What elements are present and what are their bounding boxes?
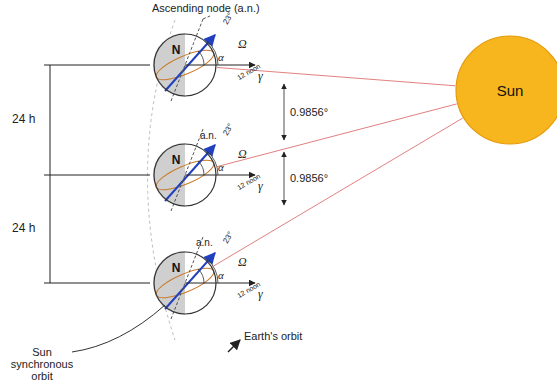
time-bracket <box>44 65 150 283</box>
angle-symbol: Ω <box>238 148 247 161</box>
angle-label: 0.9856° <box>290 106 328 118</box>
angle-symbol: α <box>218 269 224 281</box>
earth-circle: N <box>153 251 217 315</box>
vernal-equinox-symbol: γ <box>258 288 263 301</box>
north-pole-label: N <box>172 261 181 275</box>
angle-label: 23° <box>222 231 236 246</box>
earth-circle: N <box>153 143 217 207</box>
vernal-equinox-symbol: γ <box>258 70 263 83</box>
north-pole-label: N <box>172 153 181 167</box>
angle-symbol: Ω <box>238 38 247 51</box>
angle-label: 23° <box>222 123 236 138</box>
callout-label: Ascending node (a.n.) <box>152 2 260 14</box>
angle-symbol: α <box>218 51 224 63</box>
angle-label: 0.9856° <box>290 172 328 184</box>
earth-outline <box>153 33 217 97</box>
north-pole-label: N <box>172 43 181 57</box>
caption-label: Earth's orbit <box>244 330 302 342</box>
orbit-arrow <box>228 340 240 352</box>
angle-arrow <box>284 84 285 205</box>
earth-globe <box>153 237 255 319</box>
leader-line <box>203 16 210 19</box>
angle-symbol: α <box>218 161 224 173</box>
callout-label: a.n. <box>200 130 217 141</box>
angle-symbol: Ω <box>238 256 247 269</box>
caption-label: Sun synchronous orbit <box>6 346 78 382</box>
duration-label: 24 h <box>12 113 35 126</box>
earth-globe <box>153 19 255 101</box>
earth-circle: N <box>153 33 217 97</box>
callout-label: a.n. <box>196 237 213 248</box>
angle-label: 23° <box>222 12 236 27</box>
sun-ray-line <box>216 104 457 167</box>
earth-outline <box>153 251 217 315</box>
vernal-equinox-symbol: γ <box>258 180 263 193</box>
sun-ray-line <box>213 118 463 267</box>
leader-line <box>72 305 165 352</box>
duration-label: 24 h <box>12 222 35 235</box>
earth-outline <box>153 143 217 207</box>
sun-circle: Sun <box>455 35 557 145</box>
sun-label: Sun <box>497 82 524 99</box>
earth-globe <box>153 129 255 211</box>
